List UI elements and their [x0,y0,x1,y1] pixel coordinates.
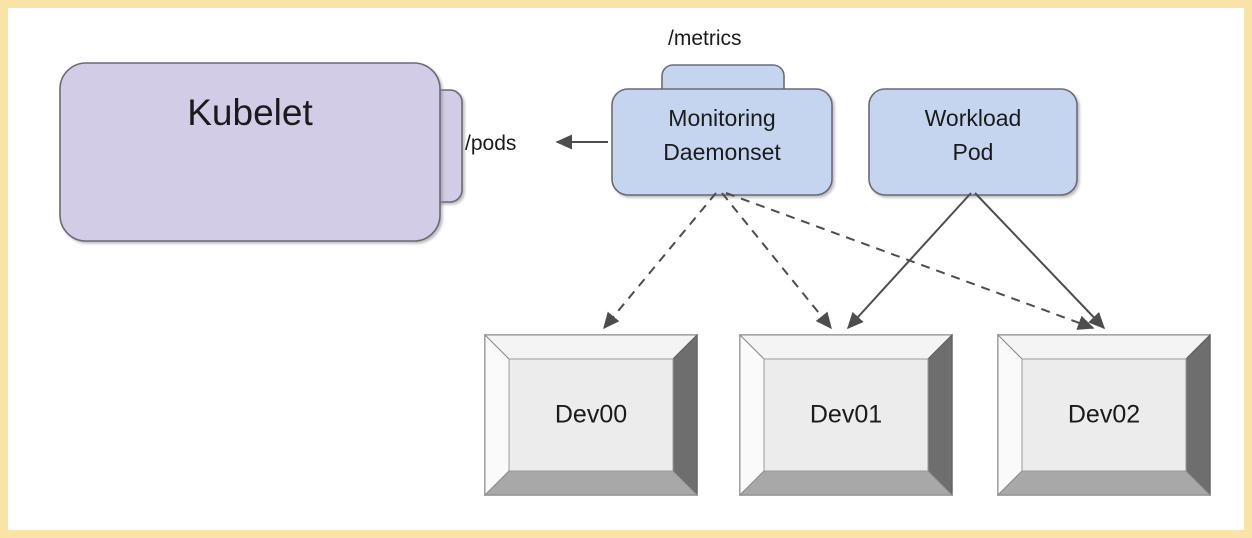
dev00-bevel-top [483,334,699,360]
dev01-bevel-bottom [738,470,954,496]
node-dev01[interactable]: Dev01 [738,333,954,497]
dev02-label: Dev02 [1068,401,1140,429]
dev00-bevel-bottom [483,470,699,496]
dev01-bevel-left [739,333,765,497]
dev02-face [1021,358,1187,472]
edge-group-pods: /pods [465,132,608,155]
dev01-bevel-top [738,334,954,360]
dev02-bevel-left [997,333,1023,497]
workload-pod-label-line2: Pod [953,139,994,165]
metrics-tab-label: /metrics [668,27,742,50]
monitoring-daemonset-label-line2: Daemonset [663,139,781,165]
node-workload-pod[interactable]: Workload Pod [868,88,1078,196]
dev02-bevel-bottom [996,470,1212,496]
dev00-label: Dev00 [555,401,627,429]
node-kubelet[interactable]: Kubelet [59,62,463,242]
dev02-bevel-right [1185,333,1211,497]
kubelet-label: Kubelet [187,92,313,133]
dev00-face [508,358,674,472]
node-monitoring-daemonset[interactable]: Monitoring Daemonset /metrics [611,27,833,196]
workload-pod-body [868,88,1078,196]
edge-daemonset-to-dev01 [721,192,832,330]
kubelet-body [59,62,441,242]
dev00-bevel-left [484,333,510,497]
node-dev02[interactable]: Dev02 [996,333,1212,497]
dev02-bevel-top [996,334,1212,360]
dev00-bevel-right [672,333,698,497]
workload-pod-label-line1: Workload [925,105,1022,131]
edge-daemonset-to-dev00 [603,192,717,330]
dev01-face [763,358,929,472]
monitoring-daemonset-body [611,88,833,196]
edge-group-dashed [603,192,1095,330]
edge-workload-to-dev02 [974,192,1106,330]
monitoring-daemonset-label-line1: Monitoring [668,105,775,131]
diagram-canvas: Kubelet Monitoring Daemonset /metrics Wo… [59,27,1212,497]
edge-group-solid [846,192,1106,330]
pods-edge-label: /pods [465,132,516,155]
dev01-label: Dev01 [810,401,882,429]
edge-workload-to-dev01 [846,192,972,330]
node-dev00[interactable]: Dev00 [483,333,699,497]
dev01-bevel-right [927,333,953,497]
